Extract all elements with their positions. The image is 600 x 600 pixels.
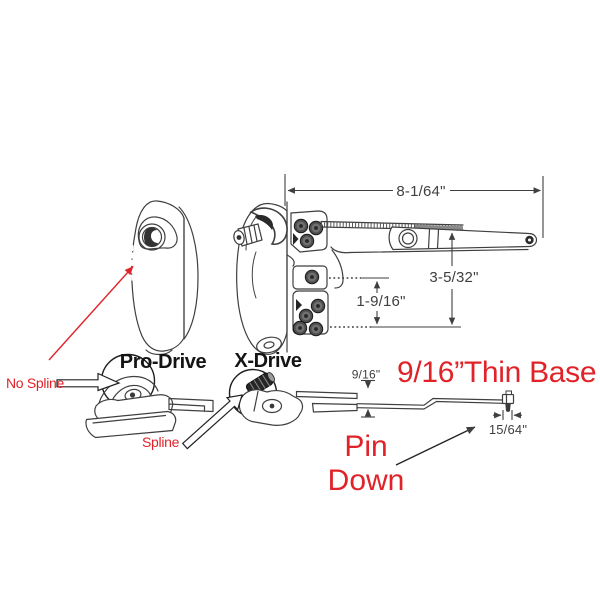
pro-drive-base-drawing xyxy=(85,353,214,439)
no-spline-label: No Spline xyxy=(6,375,65,391)
dim-overall-length-label: 8-1/64" xyxy=(396,182,446,200)
mounting-screws xyxy=(292,218,326,337)
dim-arm-height-label: 3-5/32" xyxy=(429,268,479,286)
x-drive-operator-drawing xyxy=(233,201,344,355)
pro-drive-label: Pro-Drive xyxy=(119,351,207,373)
dim-screw-spacing-label: 1-9/16" xyxy=(356,292,406,310)
pin-down-label-line1: Pin xyxy=(344,430,388,463)
pro-drive-cover-drawing xyxy=(130,200,199,356)
no-spline-pointer-line xyxy=(48,266,134,361)
pin-down-label-line2: Down xyxy=(327,464,405,497)
no-spline-arrow xyxy=(56,372,121,392)
x-drive-base-drawing xyxy=(228,368,515,426)
dimension-overall-length xyxy=(284,174,544,238)
dimension-screw-spacing xyxy=(329,277,461,328)
dimension-base-thickness xyxy=(361,379,375,418)
thin-base-label: 9/16”Thin Base xyxy=(397,356,597,389)
operator-arm-drawing xyxy=(320,220,538,254)
dim-pin-width-label: 15/64" xyxy=(488,421,528,437)
pin-down-arrow xyxy=(395,426,476,466)
spline-label: Spline xyxy=(142,434,180,450)
dimension-pin-width xyxy=(493,410,522,420)
spline-arrow xyxy=(181,394,243,450)
x-drive-label: X-Drive xyxy=(234,350,302,372)
dim-base-thickness-label: 9/16" xyxy=(351,367,381,382)
